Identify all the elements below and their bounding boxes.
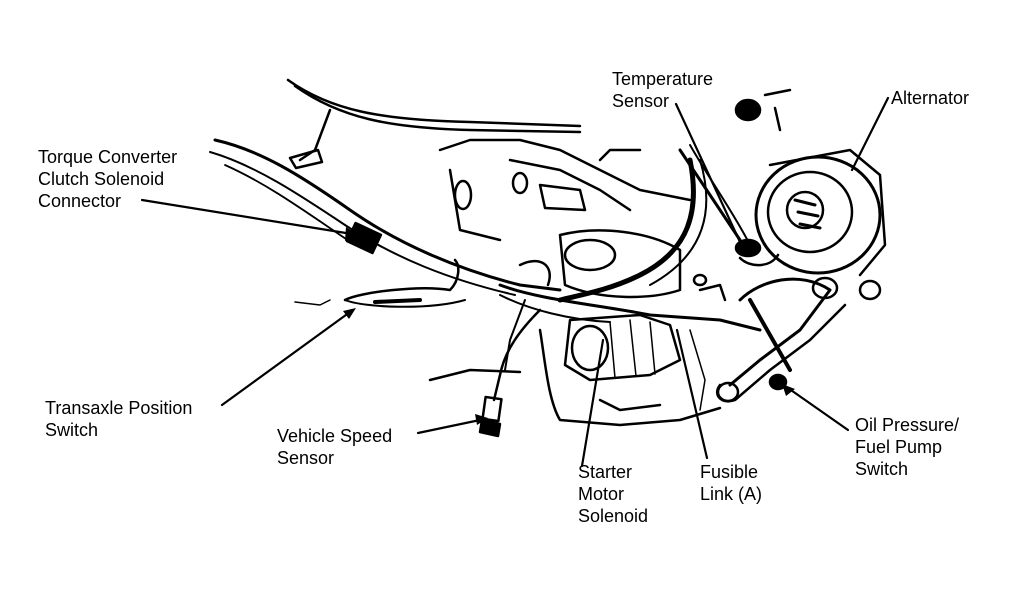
label-transaxle-position-switch: Transaxle Position Switch bbox=[45, 398, 193, 440]
label-vehicle-speed-sensor: Vehicle Speed Sensor bbox=[277, 426, 393, 468]
leader-tcc bbox=[140, 198, 354, 236]
main-harness bbox=[213, 138, 562, 292]
starter-motor-shape bbox=[563, 313, 682, 382]
label-fusible-link: Fusible Link (A) bbox=[700, 462, 763, 504]
label-starter-motor-solenoid: Starter Motor Solenoid bbox=[578, 462, 649, 526]
label-oil-pressure-fuel-pump-switch: Oil Pressure/ Fuel Pump Switch bbox=[855, 415, 960, 479]
label-alternator: Alternator bbox=[891, 88, 970, 108]
label-temperature-sensor: Temperature Sensor bbox=[612, 69, 714, 111]
leader-starter bbox=[580, 338, 605, 468]
leader-temp bbox=[674, 102, 742, 244]
label-torque-converter-clutch-solenoid-connector: Torque Converter Clutch Solenoid Connect… bbox=[38, 147, 178, 211]
arrowhead-oil bbox=[782, 384, 795, 396]
leader-transaxle bbox=[220, 310, 352, 407]
leader-vss bbox=[416, 418, 482, 435]
leader-fusible bbox=[675, 328, 709, 460]
leader-oil bbox=[786, 386, 850, 432]
arrowhead-vss bbox=[475, 414, 488, 425]
upper-harness bbox=[286, 78, 582, 128]
arrowhead-tcc bbox=[345, 227, 360, 241]
leader-alternator bbox=[850, 96, 890, 172]
arrowhead-transaxle bbox=[343, 308, 356, 319]
